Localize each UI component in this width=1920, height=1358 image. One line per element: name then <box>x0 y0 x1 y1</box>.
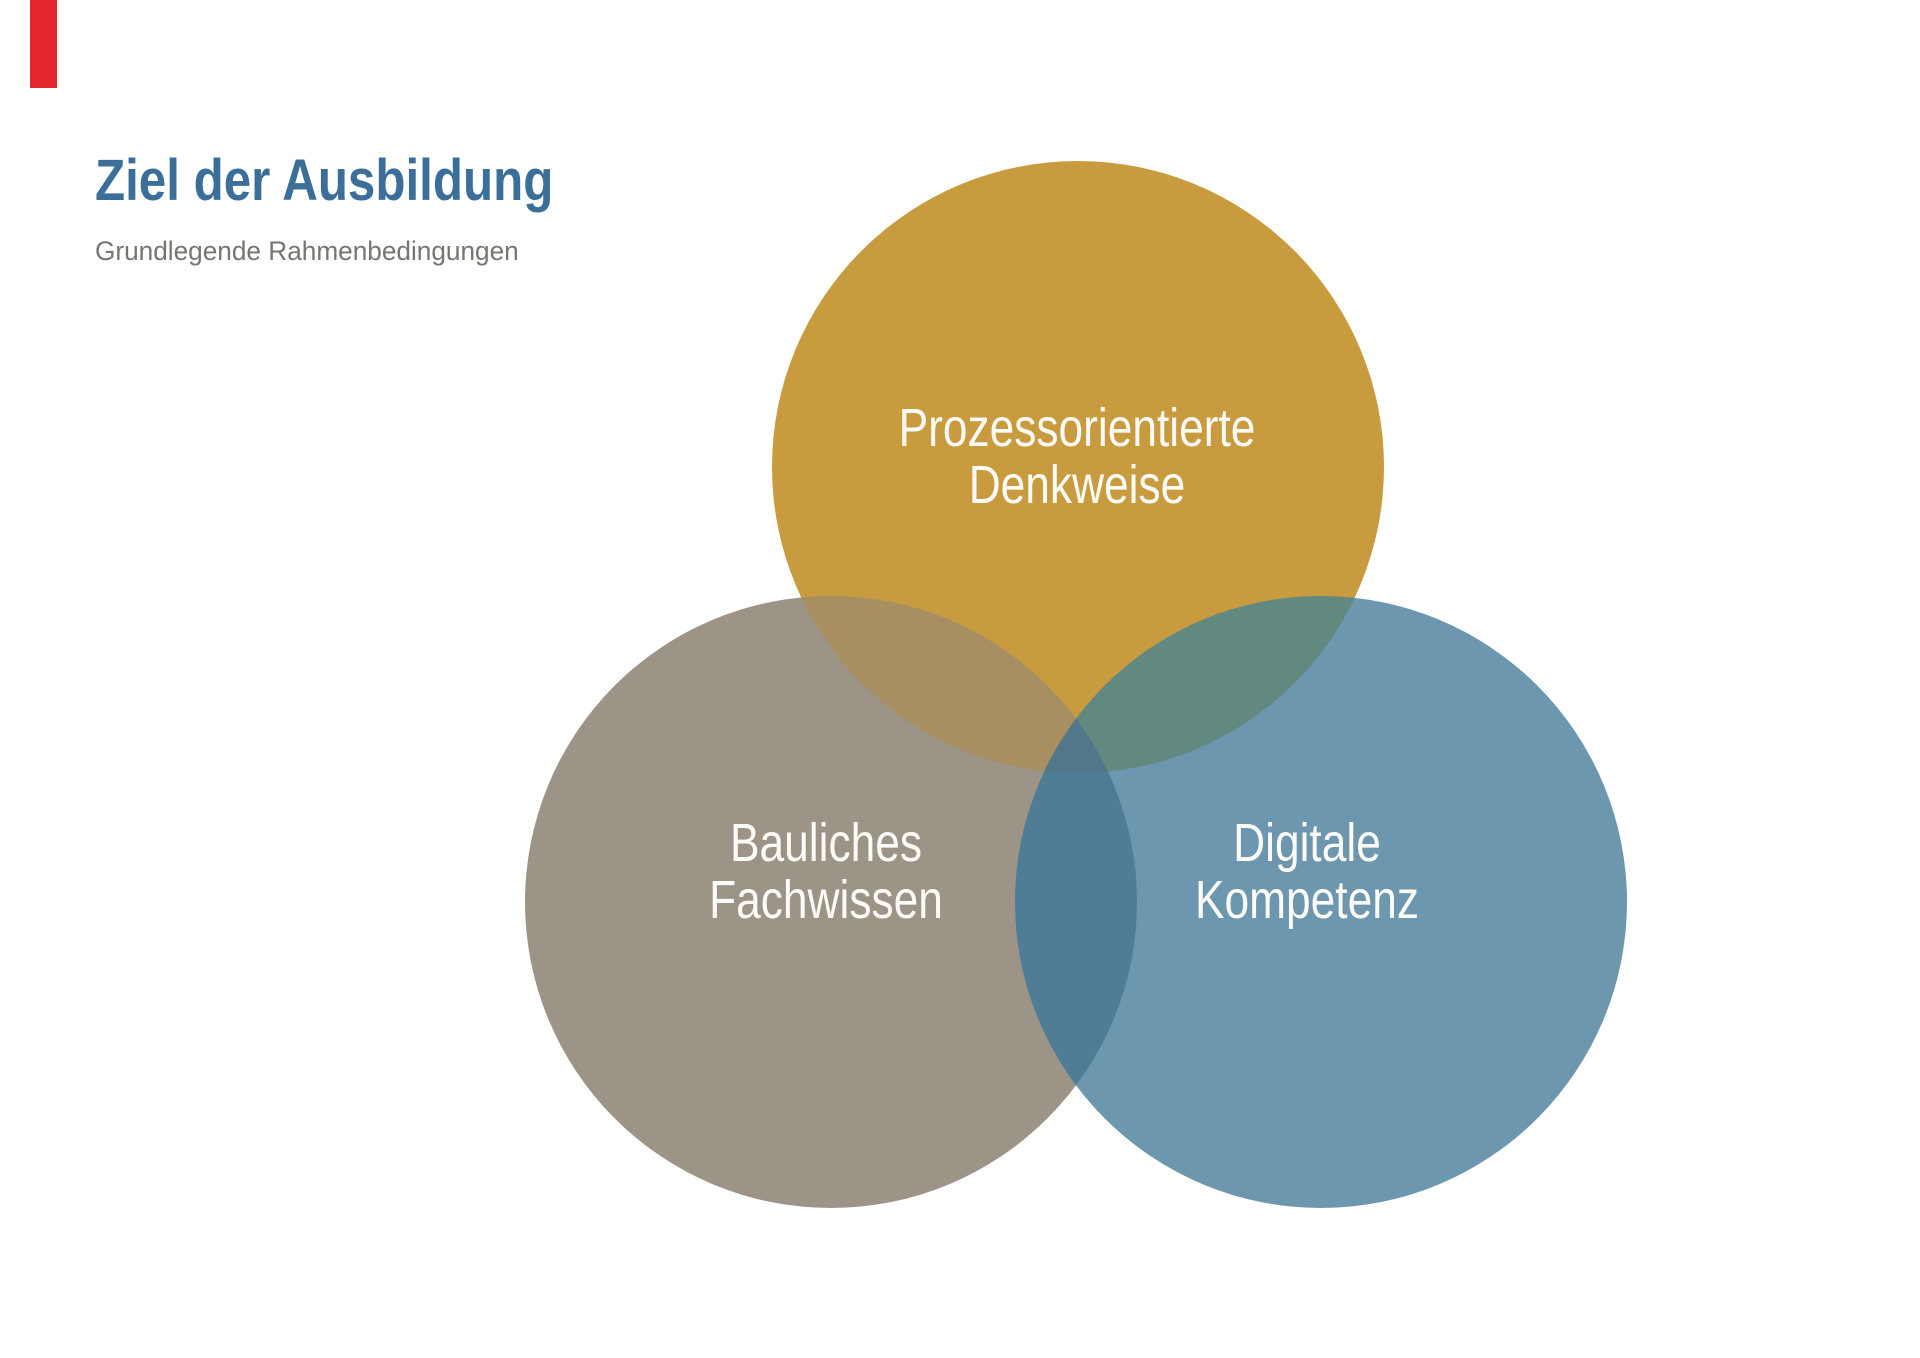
page-title: Ziel der Ausbildung <box>95 148 554 213</box>
label-line: Fachwissen <box>709 870 943 930</box>
red-accent-bar <box>30 0 57 88</box>
page-subtitle: Grundlegende Rahmenbedingungen <box>95 236 519 266</box>
overlap-process-construction <box>772 596 1137 773</box>
label-digitale-kompetenz: Digitale Kompetenz <box>1195 815 1419 929</box>
overlap-process-digital <box>1015 596 1384 773</box>
label-bauliches-fachwissen: Bauliches Fachwissen <box>709 815 943 929</box>
label-line: Bauliches <box>730 813 922 873</box>
label-line: Denkweise <box>968 455 1186 515</box>
label-line: Digitale <box>1233 813 1381 873</box>
label-line: Kompetenz <box>1194 870 1420 930</box>
label-prozessorientierte-denkweise: Prozessorientierte Denkweise <box>899 400 1256 514</box>
label-line: Prozessorientierte <box>898 398 1256 458</box>
